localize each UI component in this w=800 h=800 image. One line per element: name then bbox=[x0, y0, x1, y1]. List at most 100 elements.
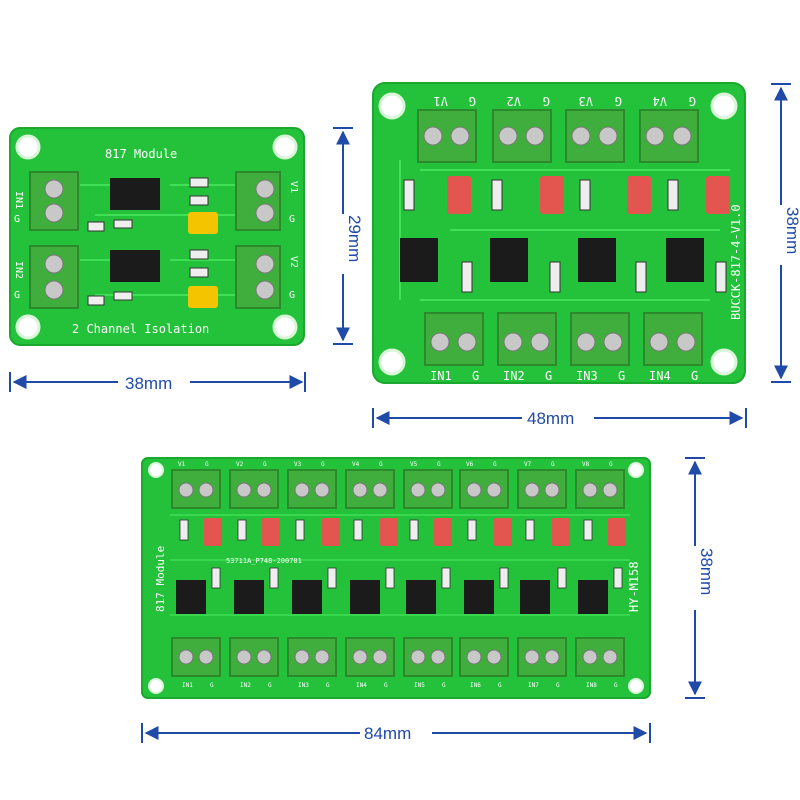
bot8-g5: G bbox=[442, 682, 446, 689]
terminals-top-4ch bbox=[417, 109, 699, 163]
top-label-g2: G bbox=[543, 94, 550, 108]
terminal-screws-bottom-8ch bbox=[178, 649, 618, 665]
top8-v6: V6 bbox=[466, 461, 474, 468]
top8-v4: V4 bbox=[352, 461, 360, 468]
dimension-4ch-height: 38mm bbox=[768, 83, 800, 383]
top8-g6: G bbox=[493, 461, 497, 468]
board-8ch-title: 817 Module bbox=[154, 546, 167, 612]
top8-g1: G bbox=[205, 461, 209, 468]
labels-bottom-8ch: IN1 G IN2 G IN3 G IN4 G IN5 G IN6 G IN7 … bbox=[182, 682, 618, 689]
bot8-in3: IN3 bbox=[298, 682, 309, 689]
board-2ch-title: 817 Module bbox=[105, 147, 177, 161]
mounting-holes-8ch bbox=[148, 462, 644, 694]
top8-g7: G bbox=[551, 461, 555, 468]
top8-g2: G bbox=[263, 461, 267, 468]
top-label-v1: V1 bbox=[434, 94, 448, 108]
label-g-right-1: G bbox=[289, 214, 295, 225]
optocoupler-chips-8ch bbox=[176, 580, 608, 614]
dimension-8ch-height: 38mm bbox=[682, 457, 716, 699]
top8-v1: V1 bbox=[178, 461, 186, 468]
top8-v2: V2 bbox=[236, 461, 244, 468]
top8-g5: G bbox=[437, 461, 441, 468]
top-label-v4: V4 bbox=[653, 94, 667, 108]
mounting-holes-4ch bbox=[378, 92, 738, 376]
traces-8ch bbox=[170, 514, 630, 616]
terminal-screws-top-8ch bbox=[178, 482, 618, 498]
mounting-holes-2ch bbox=[15, 134, 298, 340]
top-label-g4: G bbox=[689, 94, 696, 108]
board-8-channel: 817 Module HY-M158 53711A_P748-200701 V1… bbox=[141, 457, 651, 699]
bot8-g1: G bbox=[210, 682, 214, 689]
top8-g4: G bbox=[379, 461, 383, 468]
labels-bottom-4ch: IN1 G IN2 G IN3 G IN4 G bbox=[430, 369, 698, 383]
bot8-in1: IN1 bbox=[182, 682, 193, 689]
bot8-in7: IN7 bbox=[528, 682, 539, 689]
top8-v3: V3 bbox=[294, 461, 302, 468]
labels-top-4ch: V1 G V2 G V3 G V4 G bbox=[434, 94, 696, 108]
labels-top-8ch: V1 G V2 G V3 G V4 G V5 G V6 G V7 G V8 G bbox=[178, 461, 613, 468]
bot8-g4: G bbox=[384, 682, 388, 689]
board-2-channel: 817 Module 2 Channel Isolation IN1 G IN2… bbox=[9, 127, 305, 346]
optocoupler-chip-1 bbox=[110, 178, 160, 210]
bottom-label-g4: G bbox=[691, 369, 698, 383]
bot8-in6: IN6 bbox=[470, 682, 481, 689]
label-v1: V1 bbox=[288, 181, 299, 193]
bottom-label-in1: IN1 bbox=[430, 369, 452, 383]
bot8-g6: G bbox=[498, 682, 502, 689]
terminals-bottom-4ch bbox=[424, 312, 703, 366]
terminal-block-v1 bbox=[235, 171, 281, 231]
dimension-2ch-width: 38mm bbox=[9, 370, 306, 394]
dim-label-4ch-height: 38mm bbox=[783, 207, 800, 254]
resistors-4ch bbox=[403, 179, 727, 293]
terminal-block-in1 bbox=[29, 171, 79, 231]
board-8ch-part: 53711A_P748-200701 bbox=[226, 557, 302, 565]
dimension-2ch-height: 29mm bbox=[330, 127, 364, 345]
resistors-2ch bbox=[87, 177, 209, 306]
bottom-label-g2: G bbox=[545, 369, 552, 383]
terminal-block-v2 bbox=[235, 245, 281, 309]
bot8-g7: G bbox=[556, 682, 560, 689]
terminal-block-in2 bbox=[29, 245, 79, 309]
dim-label-2ch-width: 38mm bbox=[125, 374, 172, 393]
bottom-label-g3: G bbox=[618, 369, 625, 383]
top8-v7: V7 bbox=[524, 461, 532, 468]
bot8-in2: IN2 bbox=[240, 682, 251, 689]
top8-g8: G bbox=[609, 461, 613, 468]
jumper-yellow-2 bbox=[188, 286, 218, 308]
bottom-label-g1: G bbox=[472, 369, 479, 383]
label-v2: V2 bbox=[288, 256, 299, 268]
bot8-in5: IN5 bbox=[414, 682, 425, 689]
bottom-label-in3: IN3 bbox=[576, 369, 598, 383]
top8-v5: V5 bbox=[410, 461, 418, 468]
top-label-g1: G bbox=[469, 94, 476, 108]
dim-label-8ch-height: 38mm bbox=[697, 548, 716, 595]
pcb-2ch bbox=[9, 127, 305, 346]
top8-g3: G bbox=[321, 461, 325, 468]
label-g-left-2: G bbox=[14, 290, 20, 301]
bot8-g3: G bbox=[326, 682, 330, 689]
label-g-right-2: G bbox=[289, 290, 295, 301]
dim-label-2ch-height: 29mm bbox=[345, 215, 364, 262]
top8-v8: V8 bbox=[582, 461, 590, 468]
bot8-in4: IN4 bbox=[356, 682, 367, 689]
optocoupler-chips-4ch bbox=[400, 238, 704, 282]
top-label-v3: V3 bbox=[579, 94, 593, 108]
board-4-channel: V1 G V2 G V3 G V4 G IN1 G IN2 G IN3 G IN… bbox=[372, 82, 746, 384]
label-g-left-1: G bbox=[14, 214, 20, 225]
bottom-label-in2: IN2 bbox=[503, 369, 525, 383]
traces-4ch bbox=[399, 160, 730, 301]
board-4ch-model: BUCCK-817-4-V1.0 bbox=[729, 204, 743, 320]
bot8-in8: IN8 bbox=[586, 682, 597, 689]
bot8-g2: G bbox=[268, 682, 272, 689]
board-2ch-subtitle: 2 Channel Isolation bbox=[72, 322, 209, 336]
board-8ch-model: HY-M158 bbox=[627, 561, 641, 612]
dimension-4ch-width: 48mm bbox=[372, 406, 747, 430]
top-label-v2: V2 bbox=[507, 94, 521, 108]
optocoupler-chip-2 bbox=[110, 250, 160, 282]
jumpers-red-8ch bbox=[204, 518, 626, 546]
label-in1: IN1 bbox=[13, 191, 24, 209]
jumper-yellow-1 bbox=[188, 212, 218, 234]
resistors-8ch bbox=[179, 519, 623, 589]
top-label-g3: G bbox=[615, 94, 622, 108]
dim-label-4ch-width: 48mm bbox=[527, 409, 574, 428]
